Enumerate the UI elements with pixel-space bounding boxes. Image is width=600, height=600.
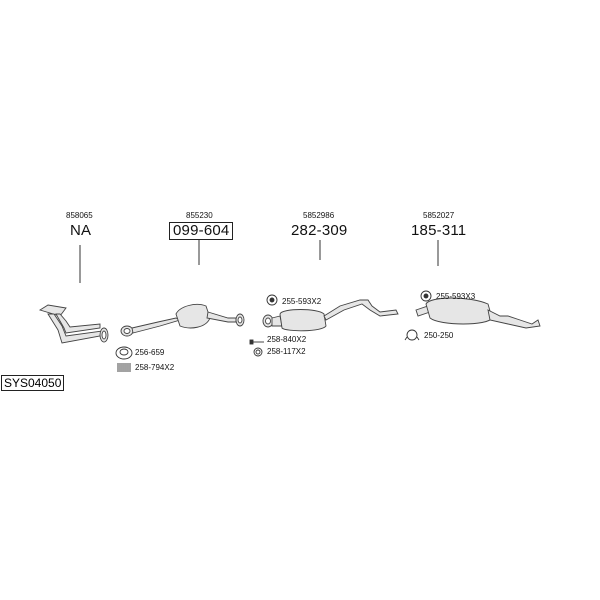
- rubber-mount-icon: [266, 294, 278, 306]
- oe-number-front-pipe: 858065: [66, 211, 93, 220]
- sealing-ring-icon: [253, 347, 263, 357]
- rear-silencer-illustration: [415, 297, 541, 329]
- clamp-icon: [404, 329, 420, 341]
- accessory-label-spring[interactable]: 258-794X2: [135, 363, 175, 372]
- spring-icon: [117, 363, 131, 372]
- oe-number-catalyst: 855230: [186, 211, 213, 220]
- part-number-middle-silencer[interactable]: 282-309: [291, 222, 348, 239]
- middle-silencer-illustration: [262, 299, 399, 332]
- oe-number-middle-silencer: 5852986: [303, 211, 335, 220]
- front-pipe-illustration: [38, 304, 109, 344]
- accessory-label-sealing-ring[interactable]: 258-117X2: [267, 347, 306, 356]
- accessory-label-gasket[interactable]: 256-659: [135, 348, 165, 357]
- accessory-label-clamp[interactable]: 250-250: [424, 331, 454, 340]
- oe-number-rear-silencer: 5852027: [423, 211, 455, 220]
- part-number-front-pipe[interactable]: NA: [70, 222, 92, 239]
- system-code-label: SYS04050: [1, 375, 65, 391]
- accessory-label-rubber-mount-rear[interactable]: 255-593X3: [436, 292, 476, 301]
- rubber-mount-icon: [420, 290, 432, 302]
- accessory-label-rubber-mount-middle[interactable]: 255-593X2: [282, 297, 322, 306]
- part-number-catalyst[interactable]: 099-604: [169, 222, 234, 240]
- bolt-icon: [249, 339, 264, 345]
- accessory-label-bolt[interactable]: 258-840X2: [267, 335, 307, 344]
- part-number-rear-silencer[interactable]: 185-311: [411, 222, 467, 239]
- gasket-ring-icon: [115, 346, 133, 360]
- catalyst-illustration: [120, 303, 245, 337]
